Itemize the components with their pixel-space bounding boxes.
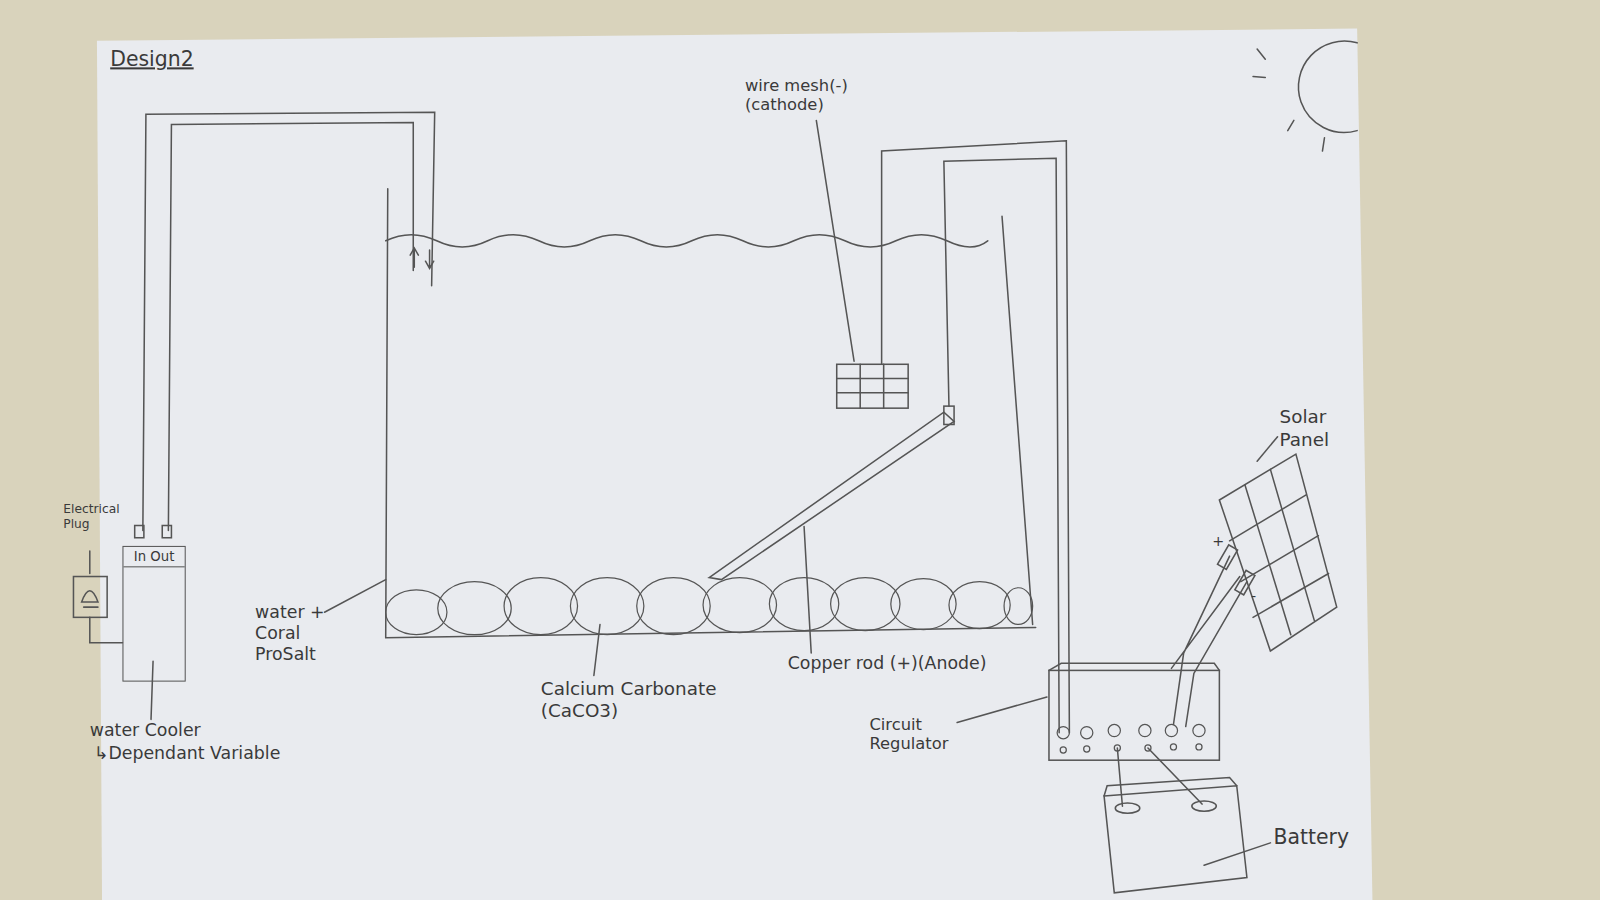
water-cooler-box: In Out: [122, 546, 185, 682]
node-text: In Out: [123, 547, 184, 567]
solar-panel-label: Solar Panel: [1280, 406, 1372, 450]
polarity-mark: +: [1212, 533, 1224, 550]
water-label: water + Coral ProSalt: [255, 602, 337, 664]
diagram-title-note: Design2: [110, 47, 193, 71]
variable-note: ↳Dependant Variable: [94, 743, 280, 764]
cathode-label: wire mesh(-) (cathode): [745, 76, 908, 115]
calcium-carbonate-label: Calcium Carbonate (CaCO3): [541, 678, 735, 722]
regulator-label: Circuit Regulator: [869, 714, 961, 753]
anode-label: Copper rod (+)(Anode): [788, 653, 987, 674]
plug-label: Electrical Plug: [63, 502, 124, 531]
polarity-mark: -: [1251, 588, 1256, 605]
battery-label: Battery: [1273, 824, 1349, 848]
cooler-label: water Cooler: [90, 719, 201, 740]
